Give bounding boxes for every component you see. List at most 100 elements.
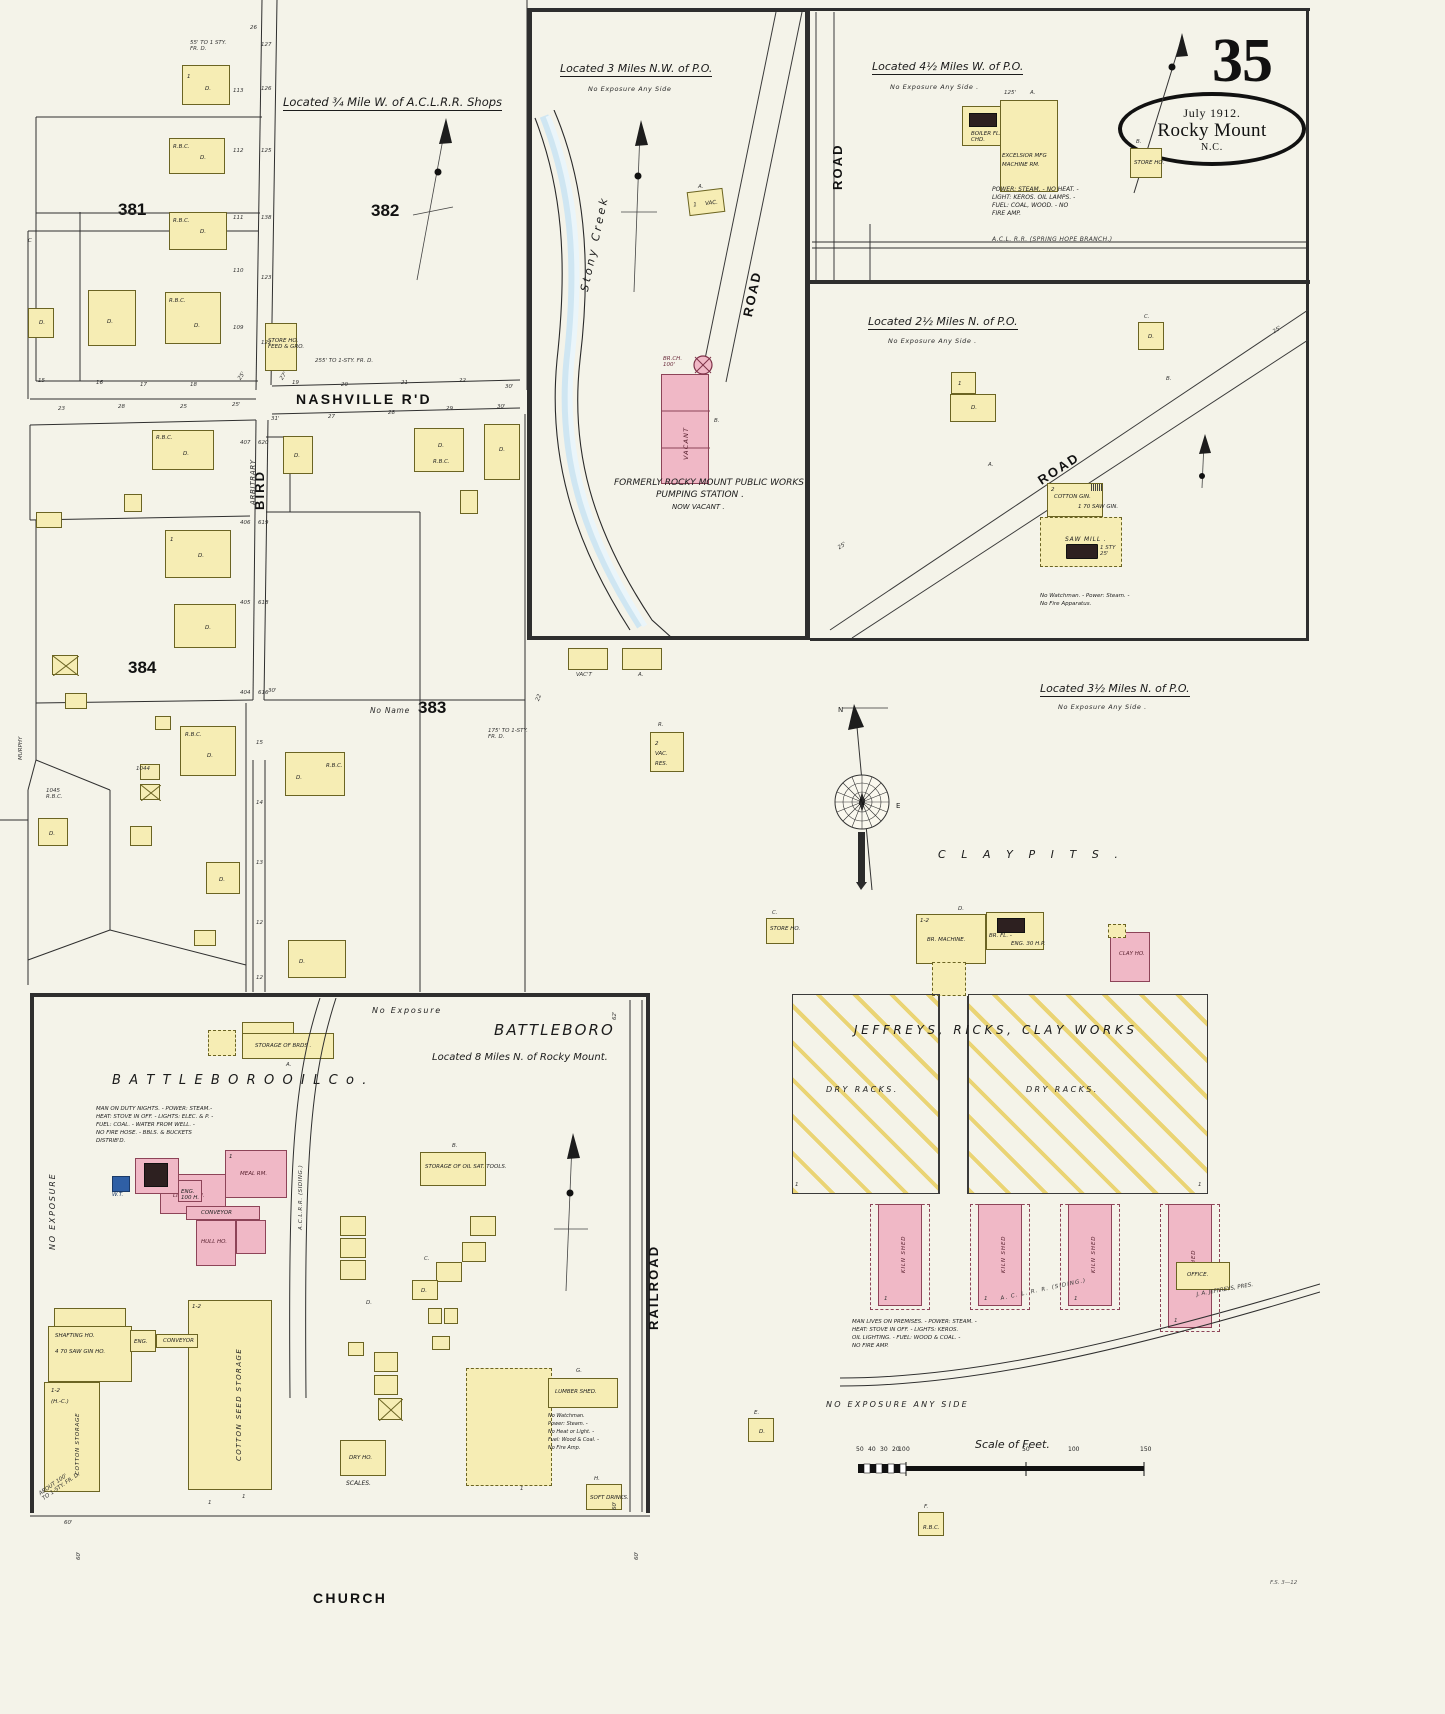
- building-oil-mill-conveyor: CONVEYOR: [186, 1206, 260, 1220]
- caption-pumping-1: FORMERLY ROCKY MOUNT PUBLIC WORKS: [614, 478, 804, 488]
- clay-note-1: MAN LIVES ON PREMISES. - POWER: STEAM. -: [852, 1319, 977, 1325]
- jeffreys-dwelling-label: D.: [971, 405, 977, 411]
- battleboro-notes: MAN ON DUTY NIGHTS. - POWER: STEAM.- HEA…: [96, 1105, 213, 1145]
- block-number-382: 382: [371, 201, 400, 220]
- road-levy: [815, 12, 871, 280]
- brick-engine-label: ENG. 30 H.P.: [1011, 941, 1046, 947]
- svg-text:N: N: [859, 798, 866, 808]
- panel-sub-pumping: No Exposure Any Side: [588, 85, 672, 93]
- building-outbuilding: [140, 764, 160, 780]
- width-60-a: 60': [612, 1501, 618, 1510]
- levy-note-4: FIRE AMP.: [992, 210, 1022, 217]
- building-outbuilding: [155, 716, 171, 730]
- battleboro-right-rule: [646, 993, 650, 1513]
- panel-sub-clay: No Exposure Any Side .: [1058, 703, 1147, 711]
- batt-note-3: FUEL: COAL. - WATER FROM WELL. -: [96, 1122, 195, 1128]
- levy-note-2: LIGHT: KEROS. OIL LAMPS. -: [992, 194, 1076, 201]
- lumber-shed-label: LUMBER SHED.: [555, 1389, 597, 1395]
- clay-note-2: HEAT: STOVE IN OFF. - LIGHTS: KEROS.: [852, 1327, 959, 1333]
- kiln-shed-outline: [970, 1204, 1030, 1310]
- title-date: July 1912.: [1183, 105, 1241, 120]
- building-meal-room: 1 MEAL RM.: [225, 1150, 287, 1198]
- panel-header-jeffreys: Located 2½ Miles N. of P.O.: [868, 315, 1018, 330]
- building-brick-passage: [932, 962, 966, 996]
- building-dwelling: D.: [283, 436, 313, 474]
- scale-tick: 100: [1068, 1446, 1080, 1453]
- panel-bottom-rule: [532, 636, 806, 640]
- cotton-gin-sub: 1 70 SAW GIN.: [1078, 504, 1119, 510]
- building-outbuilding: [36, 512, 62, 528]
- north-arrow-battleboro: [554, 1133, 588, 1292]
- batt-note-1: MAN ON DUTY NIGHTS. - POWER: STEAM.-: [96, 1106, 213, 1112]
- building-misc: [340, 1238, 366, 1258]
- kiln-shed-outline: [1060, 1204, 1120, 1310]
- building-dwelling: D.R.B.C.: [414, 428, 464, 472]
- north-arrow-pumping: [621, 120, 657, 293]
- building-label-vacant: VACANT: [682, 426, 690, 460]
- jeffreys-note-2: No Fire Apparatus.: [1040, 601, 1092, 607]
- panel-top-rule: [532, 8, 806, 12]
- building-dwelling: D.: [288, 940, 346, 978]
- building-levy-storehouse: STORE HO.: [1130, 148, 1164, 178]
- street-nashville-rd: NASHVILLE R'D: [296, 391, 432, 407]
- scale-tick: 40: [868, 1446, 876, 1453]
- building-saw-mill: SAW MILL .: [1040, 517, 1122, 567]
- panel-header-clay: Located 3½ Miles N. of P.O.: [1040, 682, 1190, 697]
- scale-tick: 150: [1140, 1446, 1152, 1453]
- kiln-shed: KILN SHED: [1068, 1204, 1112, 1306]
- levy-note-1: POWER: STEAM. - NO HEAT. -: [992, 186, 1079, 193]
- building-dwelling: R.B.C.D.: [169, 138, 225, 174]
- jeffreys-note-1: No Watchman. - Power: Steam. -: [1040, 593, 1130, 599]
- building-dwelling: D.: [28, 308, 54, 338]
- jeffreys-notes: No Watchman. - Power: Steam. - No Fire A…: [1040, 592, 1130, 608]
- clay-works-title: JEFFREYS, RICKS, CLAY WORKS: [854, 1023, 1138, 1037]
- building-jeffreys-outbuilding: D.: [1138, 322, 1164, 350]
- building-outbuilding: [124, 494, 142, 512]
- building-shafting-annex: [54, 1308, 126, 1328]
- church-street-lines: [30, 1515, 650, 1517]
- building-misc: [374, 1352, 398, 1372]
- svg-text:N: N: [838, 706, 843, 714]
- batt-note-2: HEAT: STOVE IN OFF. - LIGHTS: ELEC. & P.…: [96, 1114, 214, 1120]
- building-gin-house: SHAFTING HO. 4 70 SAW GIN HO.: [48, 1326, 132, 1382]
- batt-note-5: DISTRIB'D.: [96, 1138, 126, 1144]
- building-lumber-shed: LUMBER SHED.: [548, 1378, 618, 1408]
- panel-header-levy: Located 4½ Miles W. of P.O.: [872, 60, 1024, 75]
- stony-creek: [534, 110, 673, 638]
- building-dwelling: R.B.C.D.: [169, 212, 227, 250]
- water-tank-icon: [693, 355, 713, 375]
- building-oil-mill-press: [135, 1158, 179, 1194]
- panel-right-edge: [1306, 8, 1309, 641]
- building-gin-conveyor: CONVEYOR: [156, 1334, 198, 1348]
- building-cotton-storage: 1-2 (H.-C.) COTTON STORAGE: [44, 1382, 100, 1492]
- building-clay-small: D.: [748, 1418, 774, 1442]
- cotton-gin-label: COTTON GIN.: [1054, 494, 1091, 500]
- dry-house-label: DRY HO.: [349, 1455, 373, 1461]
- title-cartouche: July 1912. Rocky Mount N.C.: [1118, 92, 1306, 166]
- building-dry-house: DRY HO.: [340, 1440, 386, 1476]
- building-dwelling: D.: [484, 424, 520, 480]
- building-misc: [348, 1342, 364, 1356]
- building-jeffreys-dwelling: D.: [950, 394, 996, 422]
- title-city: Rocky Mount: [1157, 119, 1267, 141]
- panel-divider-mid: [805, 8, 810, 640]
- panel-header-pumping: Located 3 Miles N.W. of P.O.: [560, 62, 713, 77]
- building-soft-drinks: SOFT DRINKS.: [586, 1484, 629, 1510]
- railroad-label-levy: A.C.L. R.R. (SPRING HOPE BRANCH.): [992, 236, 1113, 243]
- panel-divider-right-h: [810, 280, 1310, 284]
- scale-tick: 10: [898, 1446, 906, 1453]
- water-tank-blue: [112, 1176, 130, 1192]
- battleboro-siding-label: A.C.L.R.R. (SIDING.): [298, 1164, 304, 1230]
- battleboro-no-exposure-top: No Exposure: [372, 1006, 442, 1015]
- building-misc: [470, 1216, 496, 1236]
- building-misc: [444, 1308, 458, 1324]
- scales-label: SCALES.: [346, 1480, 371, 1487]
- hob-note-3: No Heat or Light. -: [548, 1429, 595, 1435]
- building-oil-mill-hull: HULL HO.: [196, 1220, 236, 1266]
- panel-sub-levy: No Exposure Any Side .: [890, 83, 979, 91]
- panel-top-rule-right: [810, 8, 1310, 11]
- building-outbuilding: [65, 693, 87, 709]
